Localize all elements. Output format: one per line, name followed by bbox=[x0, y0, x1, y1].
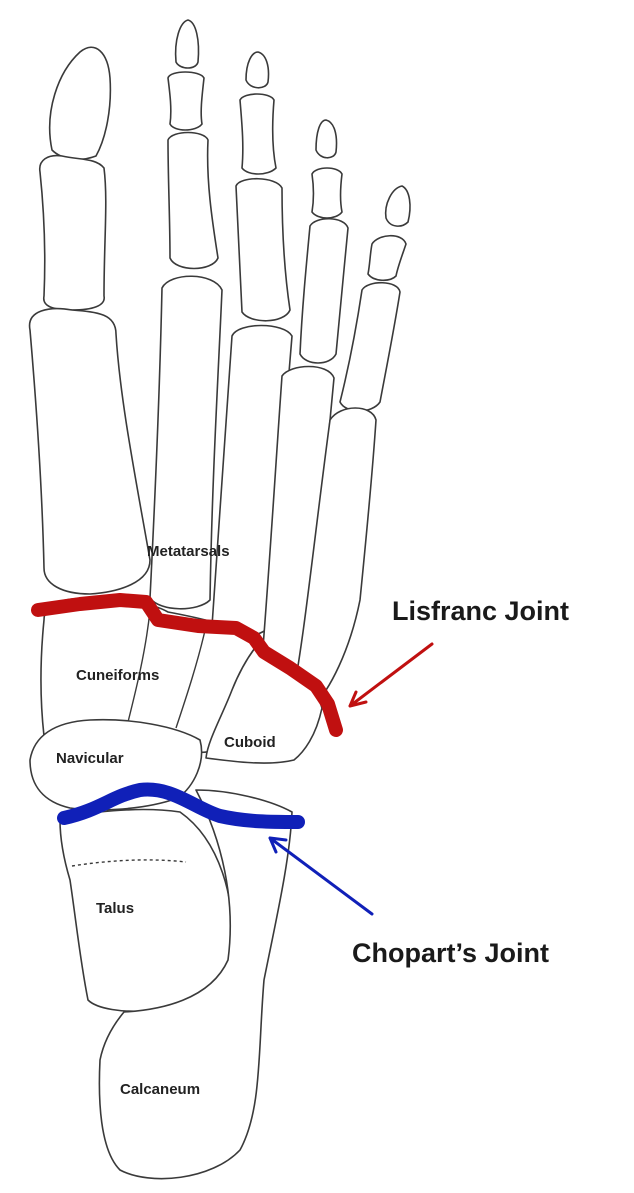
cuboid-label: Cuboid bbox=[224, 734, 276, 751]
metatarsal-1 bbox=[28, 307, 151, 595]
metatarsal-2 bbox=[149, 275, 223, 610]
calcaneum-bone bbox=[98, 789, 293, 1180]
toe-2-distal-phalanx bbox=[174, 19, 200, 69]
toe-5-distal-phalanx bbox=[384, 185, 411, 227]
cuneiforms-label: Cuneiforms bbox=[76, 667, 159, 684]
toe-4-proximal-phalanx bbox=[299, 217, 349, 364]
toe-1-distal-phalanx bbox=[48, 46, 112, 161]
chopart-joint-line bbox=[57, 782, 305, 829]
toe-5 bbox=[291, 185, 411, 713]
lisfranc-joint-label: Lisfranc Joint bbox=[392, 596, 569, 626]
toe-1-proximal-phalanx bbox=[38, 154, 107, 311]
metatarsal-5 bbox=[291, 407, 377, 713]
talus-label: Talus bbox=[96, 900, 134, 917]
talus-head-seam bbox=[71, 859, 187, 867]
tarsal-bones bbox=[29, 597, 323, 1180]
toe-2 bbox=[149, 19, 223, 610]
toe-5-middle-phalanx bbox=[367, 234, 407, 282]
toe-3-middle-phalanx bbox=[239, 93, 277, 175]
toe-3-proximal-phalanx bbox=[235, 177, 291, 322]
cuneiform-seam-2 bbox=[175, 625, 207, 729]
toe-2-proximal-phalanx bbox=[167, 131, 219, 270]
toe-1 bbox=[28, 46, 151, 595]
chopart-joint: Chopart’s Joint bbox=[57, 782, 549, 968]
metatarsals-label: Metatarsals bbox=[147, 543, 230, 560]
bone-labels: Metatarsals Cuneiforms Navicular Cuboid … bbox=[56, 543, 276, 1098]
chopart-pointer-arrow bbox=[268, 836, 374, 916]
lisfranc-joint: Lisfranc Joint bbox=[31, 593, 569, 737]
lisfranc-pointer-arrow bbox=[348, 642, 434, 708]
toe-4-distal-phalanx bbox=[315, 119, 338, 159]
toe-5-proximal-phalanx bbox=[339, 281, 401, 412]
cuneiform-seam-1 bbox=[127, 609, 151, 723]
navicular-label: Navicular bbox=[56, 750, 124, 767]
toe-3-distal-phalanx bbox=[245, 51, 270, 89]
toe-2-middle-phalanx bbox=[167, 71, 205, 131]
lisfranc-joint-line bbox=[31, 593, 343, 737]
chopart-joint-label: Chopart’s Joint bbox=[352, 938, 549, 968]
calcaneum-label: Calcaneum bbox=[120, 1081, 200, 1098]
talus-bone bbox=[59, 808, 234, 1013]
toe-4-middle-phalanx bbox=[311, 167, 343, 219]
